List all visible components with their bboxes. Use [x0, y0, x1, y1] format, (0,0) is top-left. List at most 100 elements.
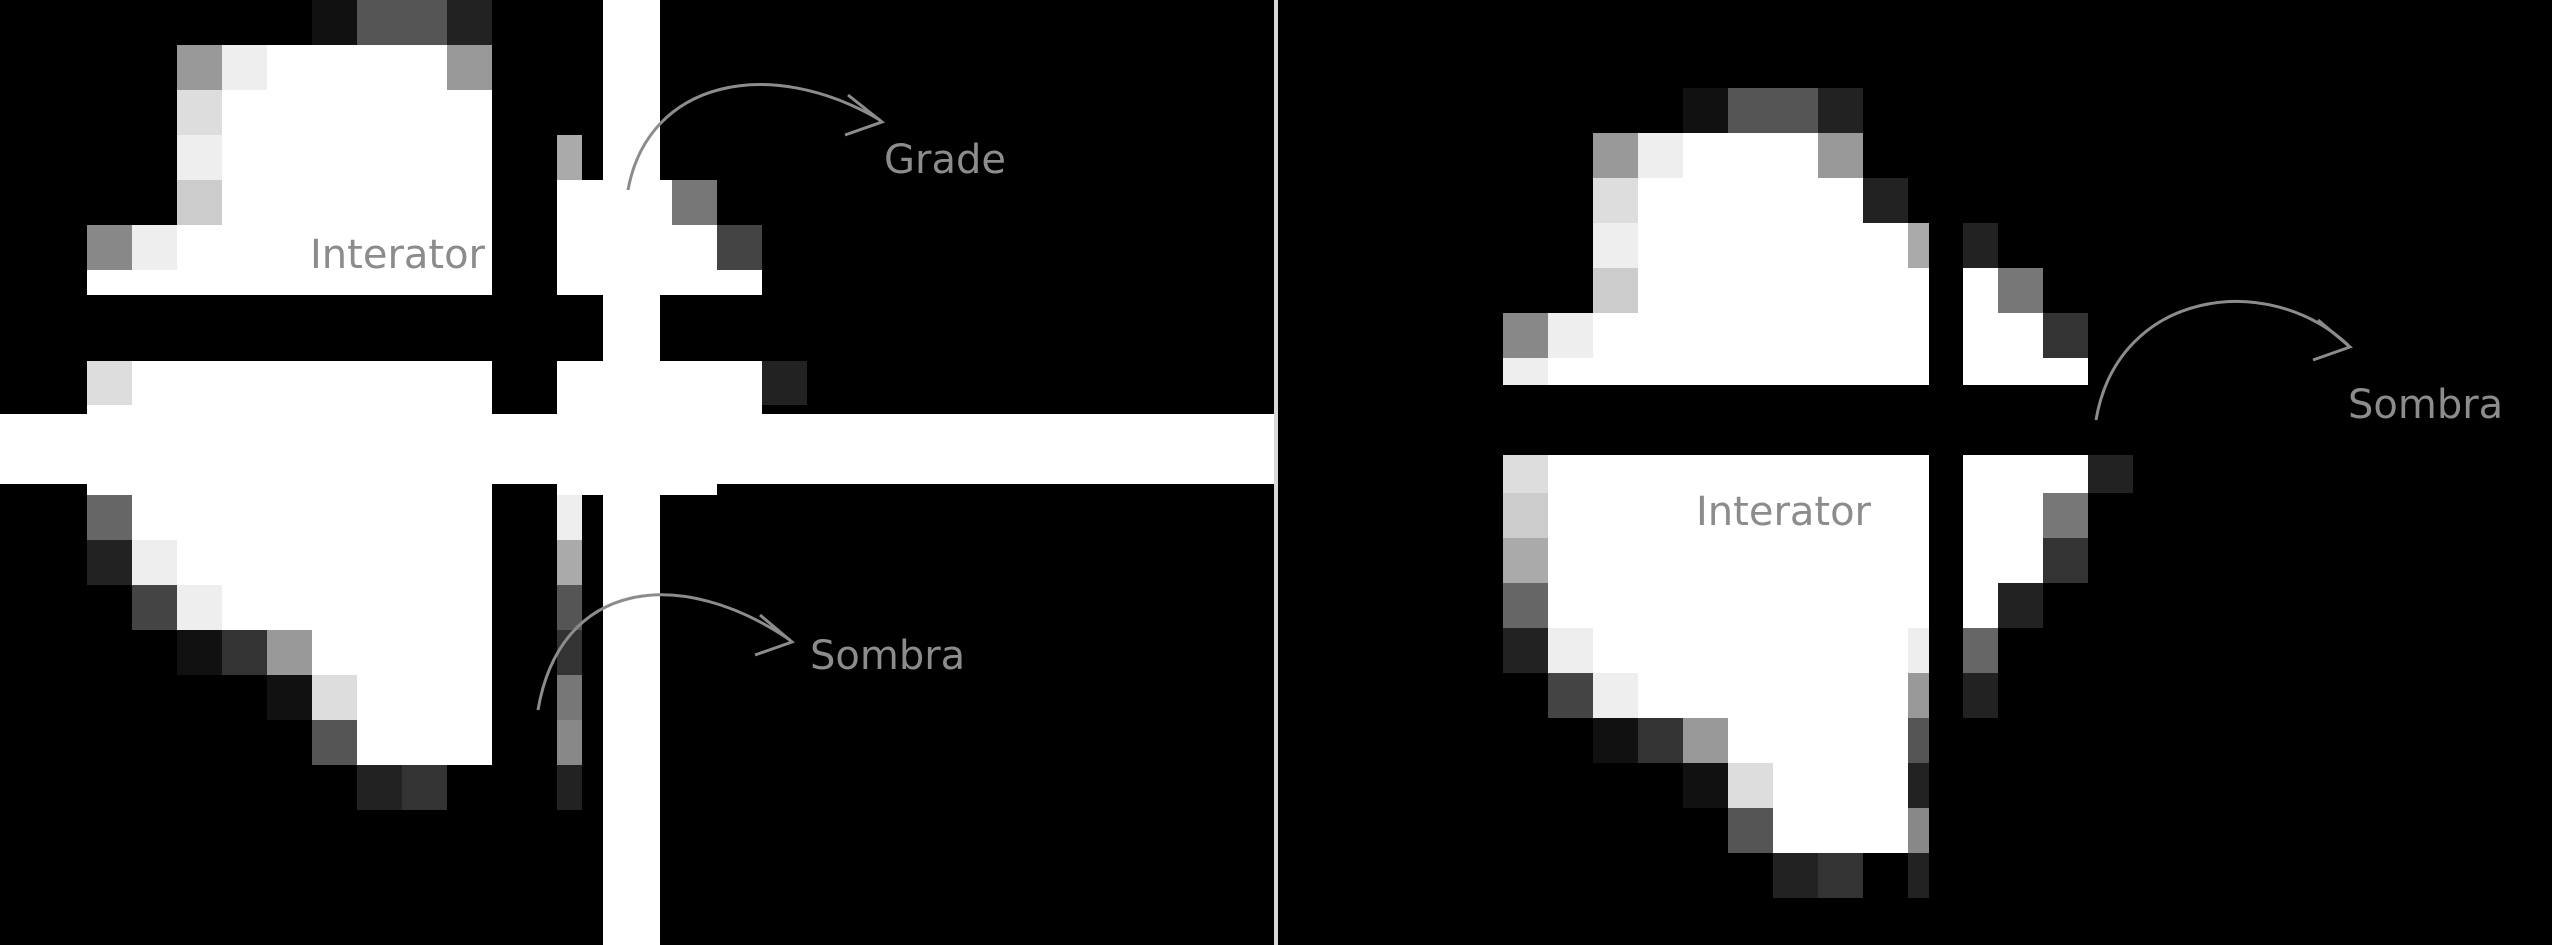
pixel-cell: [1548, 538, 1908, 583]
pixel-cell: [1548, 448, 1908, 493]
pixel-cell: [312, 0, 357, 45]
pixel-cell: [2043, 493, 2088, 538]
panel-right: Sombra Interator: [1278, 0, 2552, 945]
pixel-cell: [2043, 313, 2088, 358]
pixel-cell: [762, 360, 807, 405]
label-grade: Grade: [884, 137, 1006, 183]
pixel-cell: [1728, 808, 1773, 853]
grid-bar-horizontal: [0, 414, 1274, 484]
pixel-cell: [1638, 268, 1908, 313]
pixel-cell: [177, 540, 492, 585]
pixel-cell: [1728, 718, 1908, 763]
pixel-cell: [1998, 268, 2043, 313]
pixel-cell: [177, 180, 222, 225]
pixel-cell: [447, 45, 492, 90]
pixel-cell: [1773, 853, 1818, 898]
pixel-cell: [312, 630, 492, 675]
pixel-cell: [132, 360, 492, 405]
sombra-arrowhead: [754, 613, 795, 657]
pixel-cell: [132, 540, 177, 585]
pixel-cell: [1503, 583, 1548, 628]
pixel-cell: [357, 765, 402, 810]
pixel-cell: [1503, 538, 1548, 583]
pixel-cell: [357, 675, 492, 720]
pixel-cell: [222, 630, 267, 675]
pixel-cell: [1593, 673, 1638, 718]
sombra-arrowhead: [2312, 318, 2353, 362]
pixel-cell: [177, 45, 222, 90]
pixel-cell: [2043, 538, 2088, 583]
pixel-cell: [222, 585, 492, 630]
pixel-cell: [312, 720, 357, 765]
pixel-cell: [1638, 178, 1863, 223]
pixel-cell: [1728, 763, 1773, 808]
pixel-cell: [1548, 583, 1908, 628]
pixel-cell: [717, 225, 762, 270]
pixel-cell: [267, 45, 447, 90]
pixel-cell: [132, 495, 492, 540]
pixel-cell: [447, 0, 492, 45]
label-interator: Interator: [1696, 489, 1871, 535]
pixel-cell: [267, 675, 312, 720]
pixel-cell: [132, 585, 177, 630]
pixel-cell: [1818, 133, 1863, 178]
label-sombra: Sombra: [810, 633, 966, 679]
pixel-cell: [1548, 628, 1593, 673]
pixel-cell: [672, 180, 717, 225]
gap: [660, 295, 1274, 361]
gap: [0, 295, 603, 361]
sombra-arrow: [536, 593, 791, 711]
grade-arrowhead: [844, 93, 886, 137]
pixel-cell: [1593, 223, 1638, 268]
pixel-cell: [1683, 133, 1818, 178]
pixel-cell: [222, 45, 267, 90]
pixel-cell: [177, 585, 222, 630]
pixel-cell: [177, 630, 222, 675]
pixel-cell: [1773, 808, 1908, 853]
label-sombra: Sombra: [2348, 382, 2504, 428]
right-arrows: [2094, 300, 2353, 421]
pixel-cell: [177, 135, 222, 180]
pixel-cell: [1638, 223, 1908, 268]
pixel-cell: [87, 225, 132, 270]
pixel-cell: [1683, 718, 1728, 763]
pixel-cell: [222, 135, 492, 180]
pixel-cell: [1503, 628, 1548, 673]
pixel-cell: [1593, 628, 1908, 673]
pixel-cell: [1503, 448, 1548, 493]
pixel-cell: [222, 180, 492, 225]
pixel-cell: [87, 540, 132, 585]
pixel-cell: [1638, 673, 1908, 718]
grade-arrow: [626, 83, 881, 191]
pixel-cell: [1683, 88, 1728, 133]
left-arrows: [536, 83, 886, 711]
gap: [1278, 385, 2552, 455]
gap: [1929, 0, 1963, 945]
pixel-cell: [87, 495, 132, 540]
pixel-cell: [357, 0, 447, 45]
pixel-cell: [357, 720, 492, 765]
pixel-cell: [1998, 583, 2043, 628]
pixel-cell: [1863, 178, 1908, 223]
pixel-cell: [177, 90, 222, 135]
pixel-cell: [1593, 133, 1638, 178]
pixel-cell: [1638, 718, 1683, 763]
pixel-cell: [1548, 673, 1593, 718]
pixel-cell: [177, 225, 492, 270]
label-interator: Interator: [310, 232, 485, 278]
pixel-cell: [2088, 448, 2133, 493]
pixel-cell: [1773, 763, 1908, 808]
pixel-cell: [1818, 88, 1863, 133]
pixel-cell: [1503, 493, 1548, 538]
pixel-cell: [1683, 763, 1728, 808]
pixel-cell: [1593, 268, 1638, 313]
pixel-cell: [1503, 313, 1548, 358]
pixel-cell: [1593, 718, 1638, 763]
pixel-cell: [1548, 493, 1908, 538]
panel-divider: [1274, 0, 1278, 945]
pixel-cell: [132, 225, 177, 270]
pixel-cell: [222, 90, 492, 135]
sombra-arrow: [2094, 300, 2350, 421]
pixel-cell: [87, 360, 132, 405]
panel-left: Interator Grade Sombra: [0, 0, 1274, 945]
